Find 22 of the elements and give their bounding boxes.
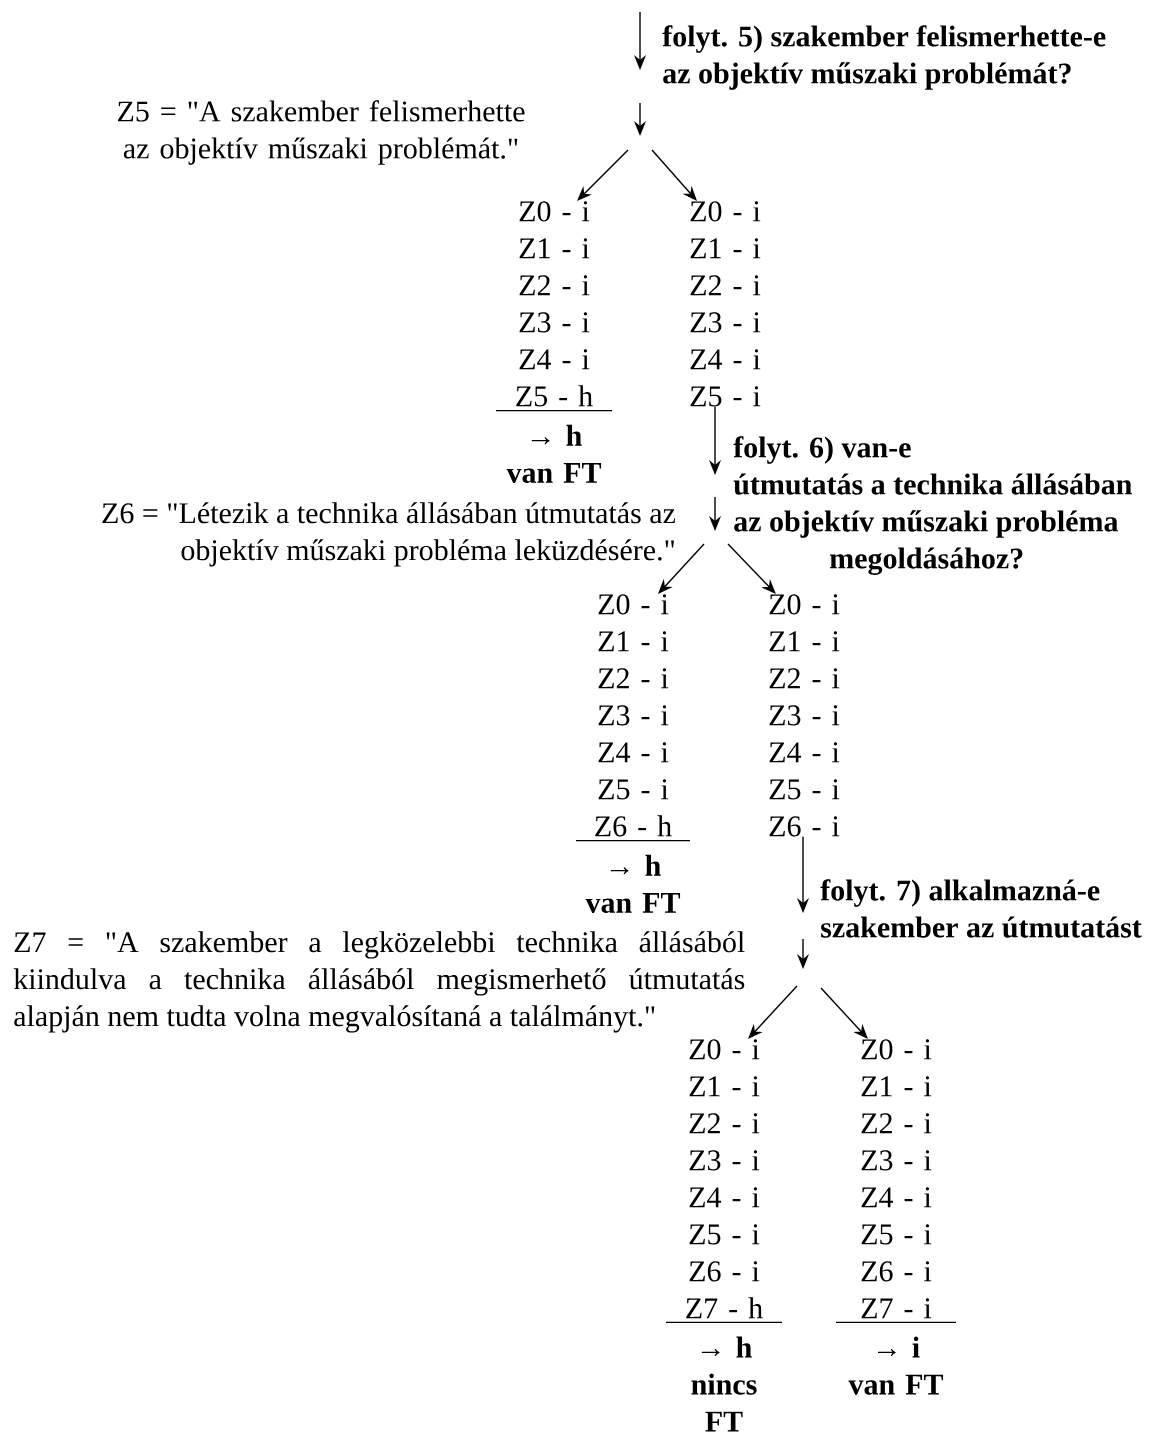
arrow <box>820 987 868 1039</box>
question-text: folyt. 6) van-e útmutatás a technika állásában az objektív műszaki probléma megoldásához? <box>733 436 1132 575</box>
verdict-text: → h nincs FT <box>691 1336 757 1432</box>
verdict-text: → h van FT <box>506 424 602 483</box>
verdict-text: → h van FT <box>585 854 681 913</box>
arrow <box>748 985 798 1039</box>
definition-text: Z7 = "A szakember a legközelebbi technika állásából kiindulva a technika állásából megismerhető útmutatás alapján nem tudta volna megvalósítaná a találmányt." <box>13 931 745 1033</box>
question-text: folyt. 5) szakember felismerhette-e az objektív műszaki problémát? <box>662 25 1106 90</box>
value-column: Z0 - i Z1 - i Z2 - i Z3 - i Z4 - i Z5 - i Z6 - i <box>769 594 840 837</box>
verdict-text: → i van FT <box>848 1336 944 1395</box>
arrow <box>577 149 629 201</box>
arrow <box>651 149 697 201</box>
value-column: Z0 - i Z1 - i Z2 - i Z3 - i Z4 - i Z5 - h <box>516 201 593 407</box>
value-column: Z0 - i Z1 - i Z2 - i Z3 - i Z4 - i Z5 - i <box>690 201 761 407</box>
question-text: folyt. 7) alkalmazná-e szakember az útmutatást <box>820 879 1142 938</box>
definition-text: Z5 = "A szakember felismerhette az objektív műszaki problémát." <box>117 100 525 165</box>
arrow <box>658 543 705 594</box>
value-column: Z0 - i Z1 - i Z2 - i Z3 - i Z4 - i Z5 - i Z6 - h <box>595 594 672 837</box>
definition-text: Z6 = "Létezik a technika állásában útmutatás az objektív műszaki probléma leküzdésére." <box>102 502 676 567</box>
value-column: Z0 - i Z1 - i Z2 - i Z3 - i Z4 - i Z5 - i Z6 - i Z7 - i <box>861 1039 932 1319</box>
value-column: Z0 - i Z1 - i Z2 - i Z3 - i Z4 - i Z5 - i Z6 - i Z7 - h <box>686 1039 763 1319</box>
arrow <box>727 543 776 594</box>
